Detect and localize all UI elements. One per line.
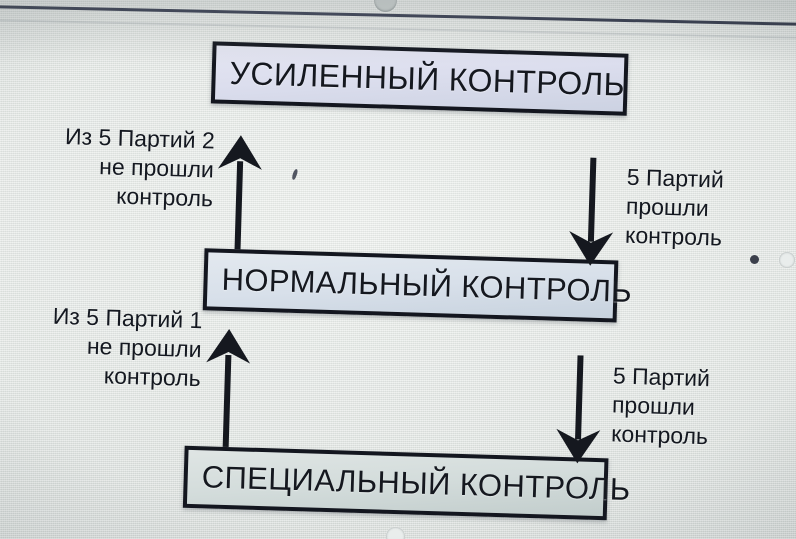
box-special-control: СПЕЦИАЛЬНЫЙ КОНТРОЛЬ [182, 445, 631, 521]
box-enhanced-control-label: УСИЛЕННЫЙ КОНТРОЛЬ [229, 54, 626, 103]
box-enhanced-control: УСИЛЕННЫЙ КОНТРОЛЬ [210, 41, 629, 116]
caption-pass-from-normal: 5 Партий прошли контроль [610, 362, 711, 450]
caption-pass-from-enhanced: 5 Партий прошли контроль [624, 163, 725, 251]
box-normal-control: НОРМАЛЬНЫЙ КОНТРОЛЬ [202, 248, 633, 323]
caption-fail-to-enhanced: Из 5 Партий 2 не прошли контроль [64, 123, 216, 212]
arrow-down-icon [554, 355, 603, 468]
arrow-down-icon [567, 157, 616, 270]
arrow-up-icon [215, 131, 264, 250]
arrow-up-icon [203, 324, 253, 448]
ink-speck [291, 168, 299, 181]
caption-fail-to-normal: Из 5 Партий 1 не прошли контроль [52, 302, 203, 392]
